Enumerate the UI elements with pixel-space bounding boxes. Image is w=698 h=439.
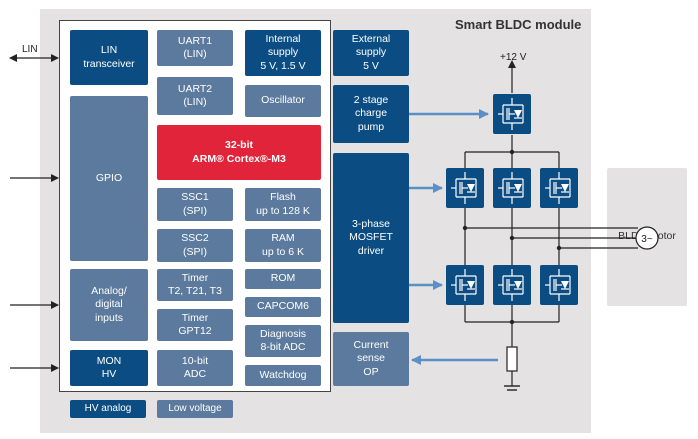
mosfet-driver-block: 3-phase MOSFET driver: [333, 153, 409, 323]
timer-gpt12-block: Timer GPT12: [157, 309, 233, 341]
low-side-mosfet-a-icon: [445, 264, 485, 306]
low-side-mosfet-c-icon: [539, 264, 579, 306]
charge-pump-mosfet-icon: [492, 93, 532, 135]
rom-block: ROM: [245, 269, 321, 289]
module-title: Smart BLDC module: [455, 17, 582, 32]
motor-symbol-label: 3~: [641, 234, 653, 245]
low-side-mosfet-b-icon: [492, 264, 532, 306]
supply-voltage-label: +12 V: [500, 52, 527, 63]
flash-block: Flash up to 128 K: [245, 188, 321, 221]
adc-10bit-block: 10-bit ADC: [157, 350, 233, 386]
cpu-block: 32-bit ARM® Cortex®-M3: [157, 125, 321, 180]
legend-hv-analog: HV analog: [70, 400, 146, 418]
capcom6-block: CAPCOM6: [245, 297, 321, 317]
high-side-mosfet-b-icon: [492, 167, 532, 209]
high-side-mosfet-c-icon: [539, 167, 579, 209]
internal-supply-block: Internal supply 5 V, 1.5 V: [245, 30, 321, 76]
ssc2-block: SSC2 (SPI): [157, 229, 233, 262]
legend-low-voltage: Low voltage: [157, 400, 233, 418]
shunt-resistor: [506, 346, 518, 372]
external-supply-block: External supply 5 V: [333, 30, 409, 76]
motor-symbol-circle: [635, 226, 659, 250]
charge-pump-block: 2 stage charge pump: [333, 85, 409, 143]
uart2-block: UART2 (LIN): [157, 77, 233, 115]
watchdog-block: Watchdog: [245, 365, 321, 386]
oscillator-block: Oscillator: [245, 85, 321, 117]
ram-block: RAM up to 6 K: [245, 229, 321, 262]
analog-digital-inputs-block: Analog/ digital inputs: [70, 269, 148, 341]
lin-transceiver-block: LIN transceiver: [70, 30, 148, 85]
diagnosis-adc-block: Diagnosis 8-bit ADC: [245, 325, 321, 357]
high-side-mosfet-a-icon: [445, 167, 485, 209]
lin-label: LIN: [22, 44, 38, 55]
timer-t2-block: Timer T2, T21, T3: [157, 269, 233, 301]
ssc1-block: SSC1 (SPI): [157, 188, 233, 221]
uart1-block: UART1 (LIN): [157, 30, 233, 66]
mon-hv-block: MON HV: [70, 350, 148, 386]
gpio-block: GPIO: [70, 96, 148, 261]
current-sense-block: Current sense OP: [333, 332, 409, 386]
